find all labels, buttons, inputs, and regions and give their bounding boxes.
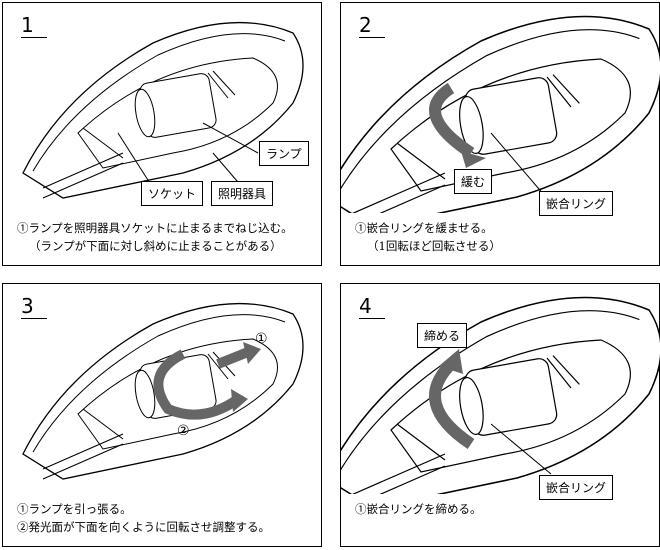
caption-line: ②発光面が下面を向くように回転させ調整する。 [17,520,270,534]
luminaire-illustration [341,296,660,494]
lamp-label: ランプ [259,141,309,166]
luminaire-illustration [341,15,660,213]
caption-line: （1回転ほど回転させる） [367,239,501,253]
rotation-arrow [429,82,475,158]
marker-2: ② [177,423,190,439]
step-2-panel: 2 緩む 嵌合リング ①嵌合リングを緩ませる。 （1回転ほど回転させる） [340,2,660,266]
caption-line: ①嵌合リングを緩ませる。 [355,221,493,235]
caption-line: ①ランプを照明器具ソケットに止まるまでねじ込む。 [17,221,293,235]
step-number: 3 [21,294,47,319]
step-number: 2 [359,13,385,38]
socket-label: ソケット [141,181,204,206]
rotation-arrow [429,359,475,449]
step-4-panel: 4 締める 嵌合リング ①嵌合リングを締める。 [340,283,660,547]
marker-1: ① [255,331,268,347]
fitting-ring-label: 嵌合リング [539,475,614,500]
tighten-label: 締める [417,323,468,348]
step-number: 4 [359,294,385,319]
luminaire-illustration [22,302,304,480]
caption-line: （ランプが下面に対し斜めに止まることがある） [29,239,282,253]
pull-arrow [216,347,250,369]
step-1-panel: 1 ランプ ソケット 照明器具 ①ランプを照明器具ソケットに止まるまでねじ込む。… [2,2,322,266]
caption-line: ①ランプを引っ張る。 [17,502,132,516]
step-3-panel: 3 ① ② ①ランプを引っ張る。 ②発光面が下面を向くように回転させ調整する。 [2,283,322,547]
loosen-label: 緩む [454,169,493,194]
rotation-arrow [153,349,241,420]
fixture-label: 照明器具 [211,181,274,206]
fitting-ring-label: 嵌合リング [539,191,614,216]
step-number: 1 [21,13,47,38]
caption-line: ①嵌合リングを締める。 [355,502,482,516]
